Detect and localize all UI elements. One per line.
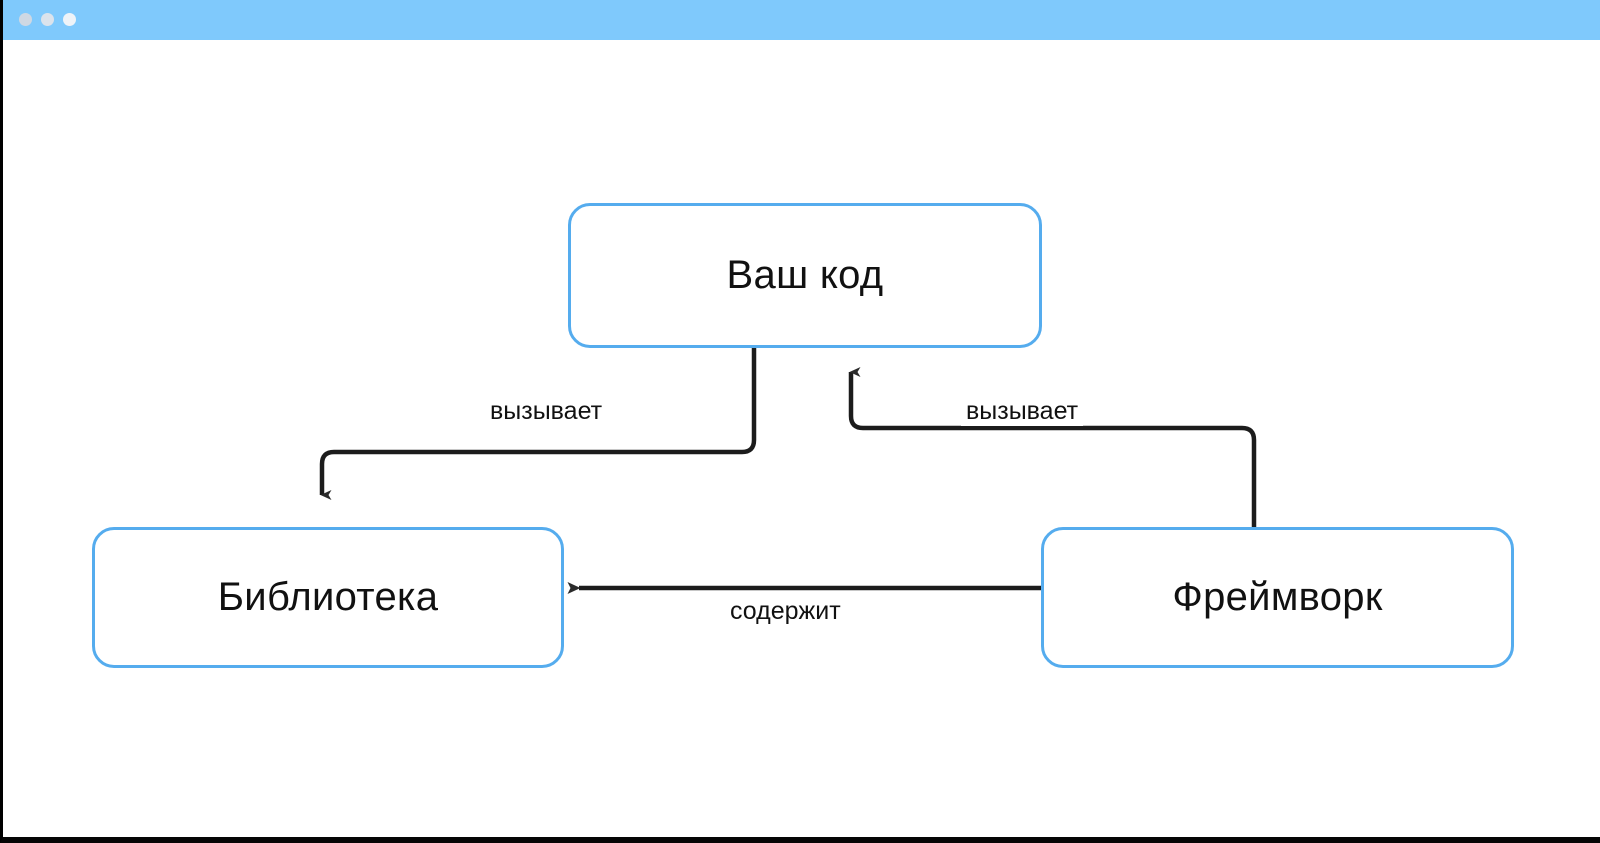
window-titlebar bbox=[3, 0, 1600, 40]
edge-label-framework-to-your-code: вызывает bbox=[961, 397, 1084, 426]
node-label-your-code: Ваш код bbox=[726, 253, 884, 297]
diagram-node-your-code[interactable]: Ваш код bbox=[568, 203, 1042, 348]
window-controls bbox=[19, 13, 76, 26]
window-dot-minimize-icon[interactable] bbox=[41, 13, 54, 26]
edge-path-framework-to-your-code bbox=[848, 367, 1257, 527]
node-label-library: Библиотека bbox=[217, 575, 439, 619]
window-dot-close-icon[interactable] bbox=[19, 13, 32, 26]
diagram-node-framework[interactable]: Фреймворк bbox=[1041, 527, 1514, 668]
diagram-edges bbox=[319, 348, 1257, 594]
window-dot-maximize-icon[interactable] bbox=[63, 13, 76, 26]
diagram-node-library[interactable]: Библиотека bbox=[92, 527, 564, 668]
diagram-canvas: Ваш код Библиотека Фреймворк вызывает вы… bbox=[3, 40, 1600, 837]
edge-label-framework-to-library: содержит bbox=[725, 597, 846, 626]
edge-label-your-code-to-library: вызывает bbox=[485, 397, 608, 426]
node-label-framework: Фреймворк bbox=[1172, 575, 1383, 619]
edge-path-your-code-to-library bbox=[319, 348, 757, 500]
